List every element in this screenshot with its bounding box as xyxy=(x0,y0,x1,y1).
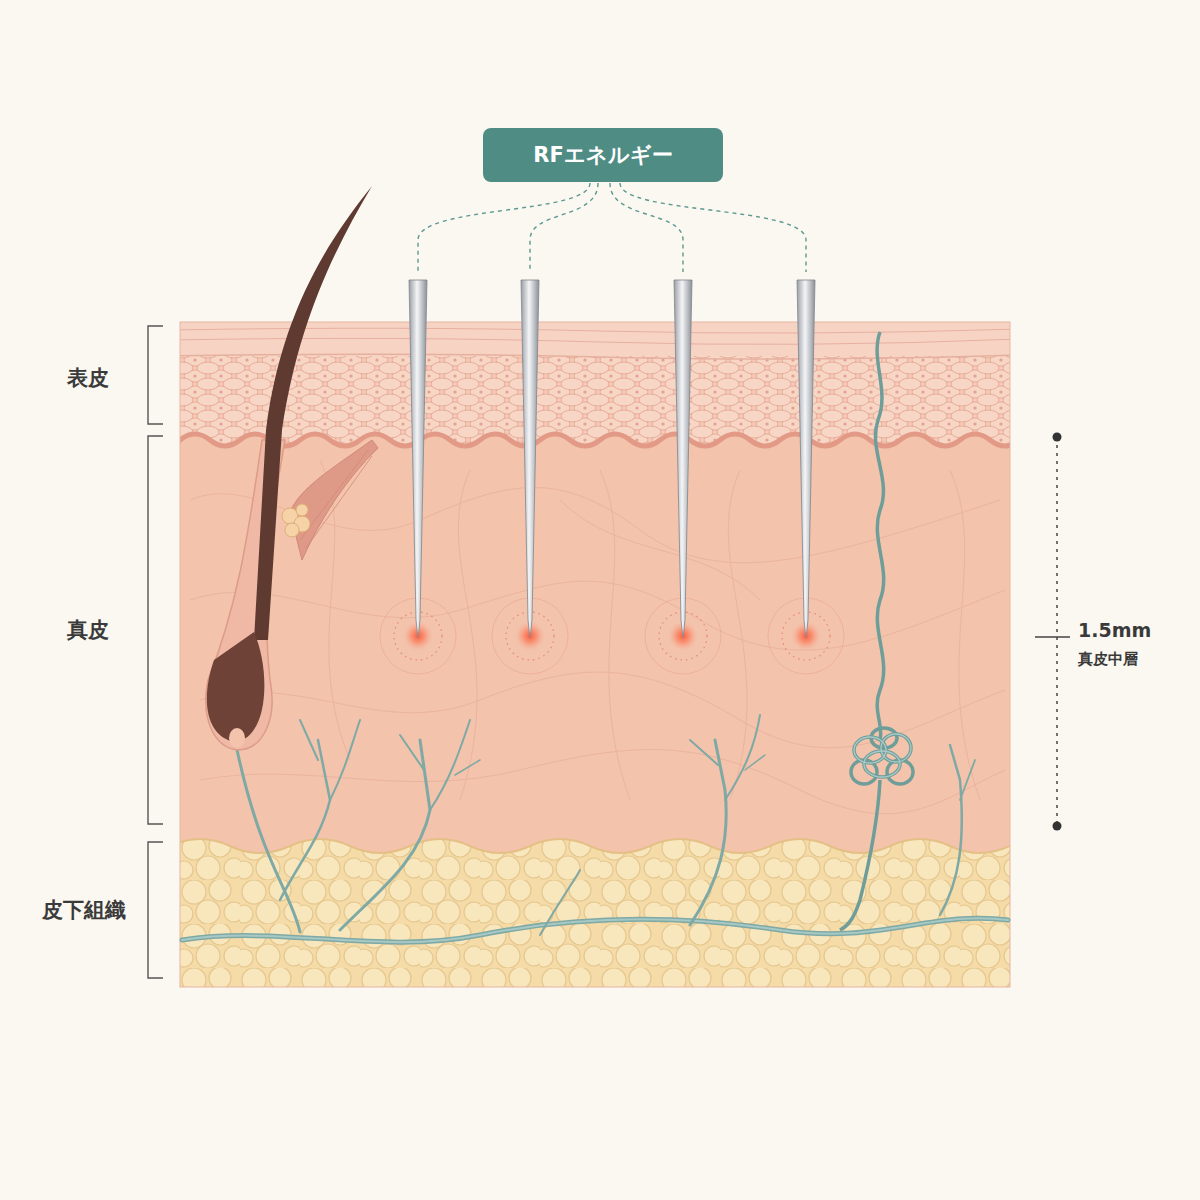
layer-label: 真皮 xyxy=(67,616,109,644)
energy-lines xyxy=(418,183,806,272)
dimension-note: 真皮中層 xyxy=(1078,650,1138,669)
basal-layer xyxy=(180,434,1010,446)
energy-label: RFエネルギー xyxy=(533,141,673,169)
dimension-value: 1.5mm xyxy=(1078,619,1151,641)
sweat-gland xyxy=(840,332,913,930)
corneum-lines xyxy=(180,328,1010,359)
hair-follicle xyxy=(206,186,378,750)
blood-vessels xyxy=(182,715,1008,942)
depth-dimension xyxy=(1035,433,1070,831)
layer-label: 皮下組織 xyxy=(42,896,126,924)
layer-brackets xyxy=(148,326,163,978)
sweat-gland-highlight xyxy=(854,734,911,777)
skin-outline xyxy=(180,322,1010,987)
epidermis xyxy=(180,322,1010,446)
energy-box: RFエネルギー xyxy=(483,128,723,182)
microneedles xyxy=(380,280,844,674)
subcutaneous-fat xyxy=(180,839,1010,987)
layer-label: 表皮 xyxy=(67,364,109,392)
